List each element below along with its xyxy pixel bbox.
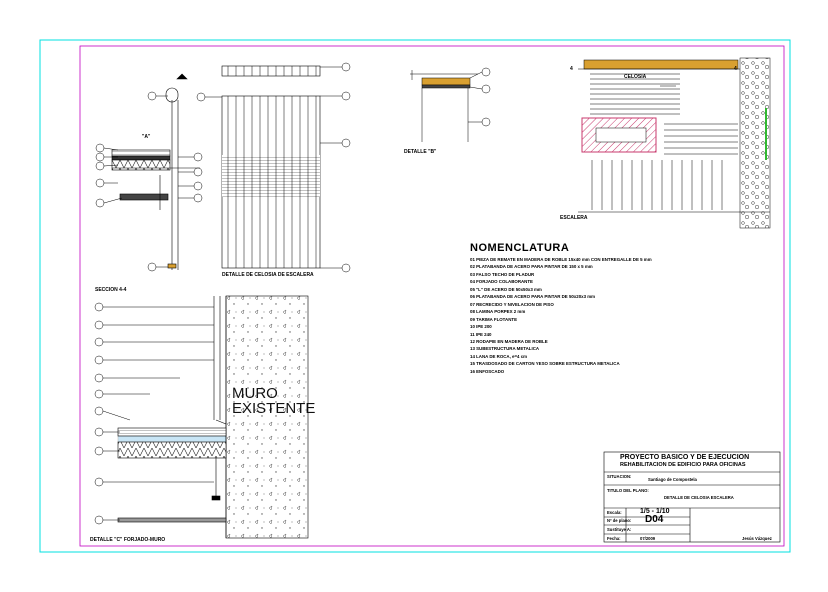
nomenclatura-item: 02 PLATABANDA DE ACERO PARA PINTAR DE 15… bbox=[470, 264, 593, 270]
celosia-slats bbox=[227, 66, 317, 268]
nomenclatura-item: 15 TRASDOSADO DE CARTON YESO SOBRE ESTRU… bbox=[470, 361, 620, 367]
muro-label-line2: EXISTENTE bbox=[232, 400, 316, 417]
nomenclatura-item: 05 "L" DE ACERO DE 50x50x3 mm bbox=[470, 286, 542, 292]
nomenclatura-item: 06 PLATABANDA DE ACERO PARA PINTAR DE 50… bbox=[470, 294, 596, 300]
plano-label: Nº de plano: bbox=[607, 518, 632, 523]
section-detail-top-left bbox=[111, 73, 200, 270]
section-mark-left: 4 bbox=[570, 66, 573, 72]
titulo-label: TITULO DEL PLANO: bbox=[607, 488, 649, 493]
nomenclatura-item: 14 LANA DE ROCA, e=4 cm bbox=[470, 353, 528, 359]
project-title: PROYECTO BASICO Y DE EJECUCION bbox=[620, 454, 750, 461]
detalle-b-drawing bbox=[410, 70, 478, 142]
nomenclatura-item: 16 ENFOSCADO bbox=[470, 368, 505, 374]
project-subtitle: REHABILITACION DE EDIFICIO PARA OFICINAS bbox=[620, 462, 746, 468]
situacion-label: SITUACION: bbox=[607, 474, 632, 479]
callouts-celosia bbox=[196, 62, 351, 273]
seccion-label: SECCION 4-4 bbox=[95, 287, 127, 293]
title-block-frame bbox=[603, 451, 781, 543]
escalera-plan bbox=[578, 57, 771, 229]
stair-treads bbox=[590, 73, 738, 210]
callouts-seccion bbox=[94, 302, 214, 525]
nomenclatura-item: 01 PIEZA DE REMATE EN MADERA DE ROBLE 15… bbox=[470, 257, 652, 262]
detalle-celosia-label: DETALLE DE CELOSIA DE ESCALERA bbox=[222, 272, 314, 278]
nomenclatura-item: 04 FORJADO COLABORANTE bbox=[470, 279, 533, 285]
nomenclatura-item: 08 LAMINA PORPEX 2 mm bbox=[470, 309, 526, 315]
nomenclatura-item: 07 RECRECIDO Y NIVELACION DE PISO bbox=[470, 301, 554, 307]
escala-label: Escala: bbox=[607, 510, 622, 515]
sheet-border bbox=[79, 45, 785, 547]
outer-frame bbox=[39, 39, 791, 553]
nomenclatura-item: 13 SUBESTRUCTURA METALICA bbox=[470, 346, 540, 352]
escala-value: 1/5 - 1/10 bbox=[640, 508, 670, 515]
escalera-label: ESCALERA bbox=[560, 215, 588, 221]
tag-a-label: "A" bbox=[142, 134, 151, 140]
detalle-c-label: DETALLE "C" FORJADO-MURO bbox=[90, 537, 166, 543]
situacion-value: Santiago de Compostela bbox=[648, 477, 697, 482]
nomenclatura-item: 12 RODAPIE EN MADERA DE ROBLE bbox=[470, 338, 548, 344]
celosia-elevation bbox=[221, 65, 321, 269]
plano-value: D04 bbox=[645, 514, 664, 525]
sustituye-label: Sustituye A: bbox=[607, 527, 632, 532]
autor-value: Jesús Vázquez bbox=[742, 536, 772, 541]
detalle-b-label: DETALLE "B" bbox=[404, 149, 437, 155]
seccion-4-4-drawing bbox=[117, 295, 309, 539]
callouts-detalle-b bbox=[468, 67, 491, 127]
nomenclatura-title: NOMENCLATURA bbox=[470, 242, 570, 254]
muro-label-line1: MURO bbox=[232, 385, 278, 402]
nomenclatura-item: 09 TARIMA FLOTANTE bbox=[470, 316, 517, 322]
nomenclatura-item: 11 IPE 240 bbox=[470, 331, 492, 337]
nomenclatura-item: 03 FALSO TECHO DE PLADUR bbox=[470, 271, 535, 277]
section-mark-right: 4 bbox=[734, 66, 737, 72]
nomenclatura-list: 01 PIEZA DE REMATE EN MADERA DE ROBLE 15… bbox=[470, 256, 652, 375]
fecha-value: 07/2009 bbox=[640, 536, 656, 541]
fecha-label: Fecha: bbox=[607, 536, 621, 541]
nomenclatura-item: 10 IPE 200 bbox=[470, 324, 492, 330]
celosia-label: CELOSIA bbox=[624, 74, 647, 80]
callouts-top-left bbox=[95, 91, 203, 272]
titulo-value: DETALLE DE CELOSIA ESCALERA bbox=[664, 495, 734, 500]
